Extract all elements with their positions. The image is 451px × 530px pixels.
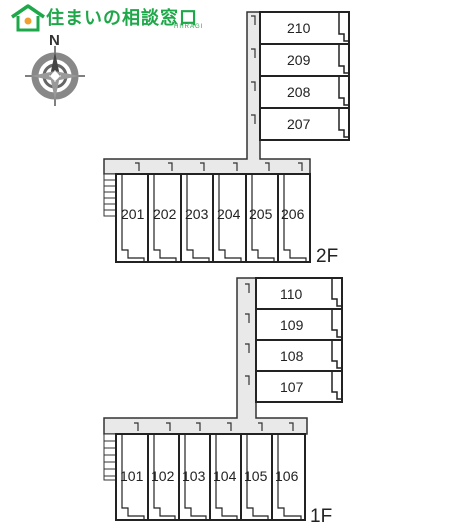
compass-icon: N bbox=[25, 32, 85, 106]
unit-label: 107 bbox=[280, 379, 304, 395]
side-units-1f: 110 109 108 107 bbox=[255, 277, 343, 403]
unit-label: 201 bbox=[121, 206, 145, 222]
logo: 住まいの相談窓口 HIIRAGI bbox=[0, 0, 230, 34]
floor-2f: 210 209 208 207 201 202 bbox=[103, 11, 350, 267]
door-marks-2f bbox=[135, 15, 303, 171]
unit-label: 202 bbox=[153, 206, 177, 222]
floor-label-2f: 2F bbox=[316, 246, 338, 267]
unit-label: 210 bbox=[287, 20, 311, 36]
unit-label: 102 bbox=[151, 468, 175, 484]
logo-subtext: HIIRAGI bbox=[174, 24, 204, 30]
compass-north-label: N bbox=[49, 32, 60, 49]
floor-label-1f: 1F bbox=[310, 506, 332, 527]
unit-label: 204 bbox=[217, 206, 241, 222]
unit-label: 203 bbox=[185, 206, 209, 222]
house-icon bbox=[11, 4, 45, 32]
unit-label: 104 bbox=[213, 468, 237, 484]
logo-text: 住まいの相談窓口 bbox=[46, 8, 198, 29]
unit-label: 205 bbox=[249, 206, 273, 222]
stair-2f bbox=[103, 173, 117, 217]
unit-label: 109 bbox=[280, 317, 304, 333]
main-units-2f: 201 202 203 204 205 206 bbox=[115, 173, 311, 263]
unit-label: 103 bbox=[182, 468, 206, 484]
unit-label: 206 bbox=[281, 206, 305, 222]
side-units-2f: 210 209 208 207 bbox=[259, 11, 350, 141]
unit-label: 207 bbox=[287, 116, 311, 132]
unit-label: 101 bbox=[120, 468, 144, 484]
unit-label: 110 bbox=[280, 286, 303, 302]
door-marks-1f bbox=[134, 283, 294, 431]
main-units-1f: 101 102 103 104 105 106 bbox=[115, 433, 306, 521]
unit-label: 208 bbox=[287, 84, 311, 100]
unit-label: 105 bbox=[244, 468, 268, 484]
floor-1f: 110 109 108 107 101 102 bbox=[103, 277, 343, 527]
unit-label: 106 bbox=[275, 468, 299, 484]
unit-label: 108 bbox=[280, 348, 304, 364]
stair-1f bbox=[103, 433, 117, 481]
unit-label: 209 bbox=[287, 52, 311, 68]
